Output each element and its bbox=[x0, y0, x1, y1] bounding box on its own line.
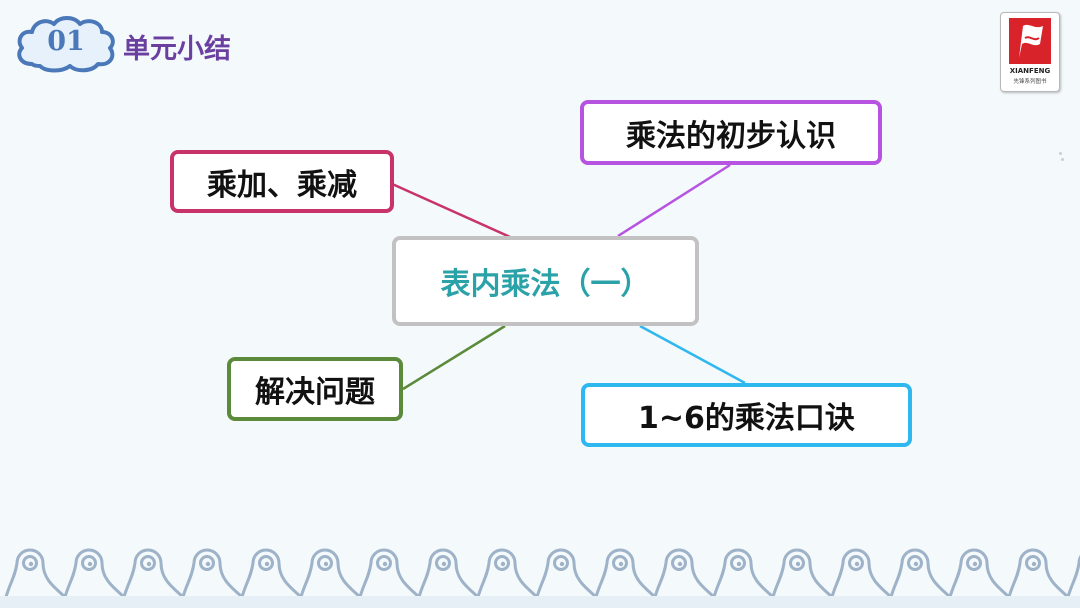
wave-swirl bbox=[299, 548, 362, 599]
logo-brand-en: XIANFENG bbox=[1009, 67, 1051, 75]
connector-top-right bbox=[617, 163, 731, 238]
wave-swirl bbox=[122, 548, 185, 599]
wave-swirl bbox=[948, 548, 1011, 599]
decorative-dot bbox=[1059, 152, 1062, 155]
cloud-icon bbox=[17, 16, 115, 73]
wave-swirl bbox=[358, 548, 421, 599]
wave-swirl bbox=[181, 548, 244, 599]
publisher-logo: XIANFENG 先锋系列图书 bbox=[1000, 12, 1060, 92]
wave-swirl bbox=[535, 548, 598, 599]
wave-swirl bbox=[4, 548, 67, 599]
wave-swirl bbox=[240, 548, 303, 599]
wave-swirl bbox=[417, 548, 480, 599]
wave-swirl bbox=[476, 548, 539, 599]
connector-bottom-right bbox=[639, 324, 746, 385]
branch-node-times-table: 1~6的乘法口诀 bbox=[581, 383, 912, 447]
wave-swirl bbox=[63, 548, 126, 599]
flag-logo-icon bbox=[1009, 18, 1051, 64]
wave-swirl bbox=[1007, 548, 1070, 599]
wave-swirl bbox=[889, 548, 952, 599]
wave-border-decoration bbox=[0, 548, 1080, 608]
wave-baseline bbox=[0, 596, 1080, 608]
connector-top-left bbox=[389, 181, 511, 239]
section-badge: 01 bbox=[14, 10, 118, 76]
branch-node-multiply-add-subtract: 乘加、乘减 bbox=[170, 150, 394, 213]
logo-brand-cn: 先锋系列图书 bbox=[1013, 79, 1047, 85]
wave-swirl bbox=[771, 548, 834, 599]
wave-swirl bbox=[1066, 554, 1080, 598]
branch-node-multiplication-intro: 乘法的初步认识 bbox=[580, 100, 882, 165]
wave-swirl bbox=[594, 548, 657, 599]
wave-swirl bbox=[653, 548, 716, 599]
section-number: 01 bbox=[47, 26, 85, 57]
mindmap-center-node: 表内乘法（一） bbox=[392, 236, 699, 326]
connector-bottom-left bbox=[402, 324, 506, 391]
section-title: 单元小结 bbox=[123, 34, 231, 65]
wave-swirl bbox=[830, 548, 893, 599]
branch-node-problem-solving: 解决问题 bbox=[227, 357, 403, 421]
wave-swirl bbox=[712, 548, 775, 599]
decorative-dot bbox=[1061, 158, 1064, 161]
